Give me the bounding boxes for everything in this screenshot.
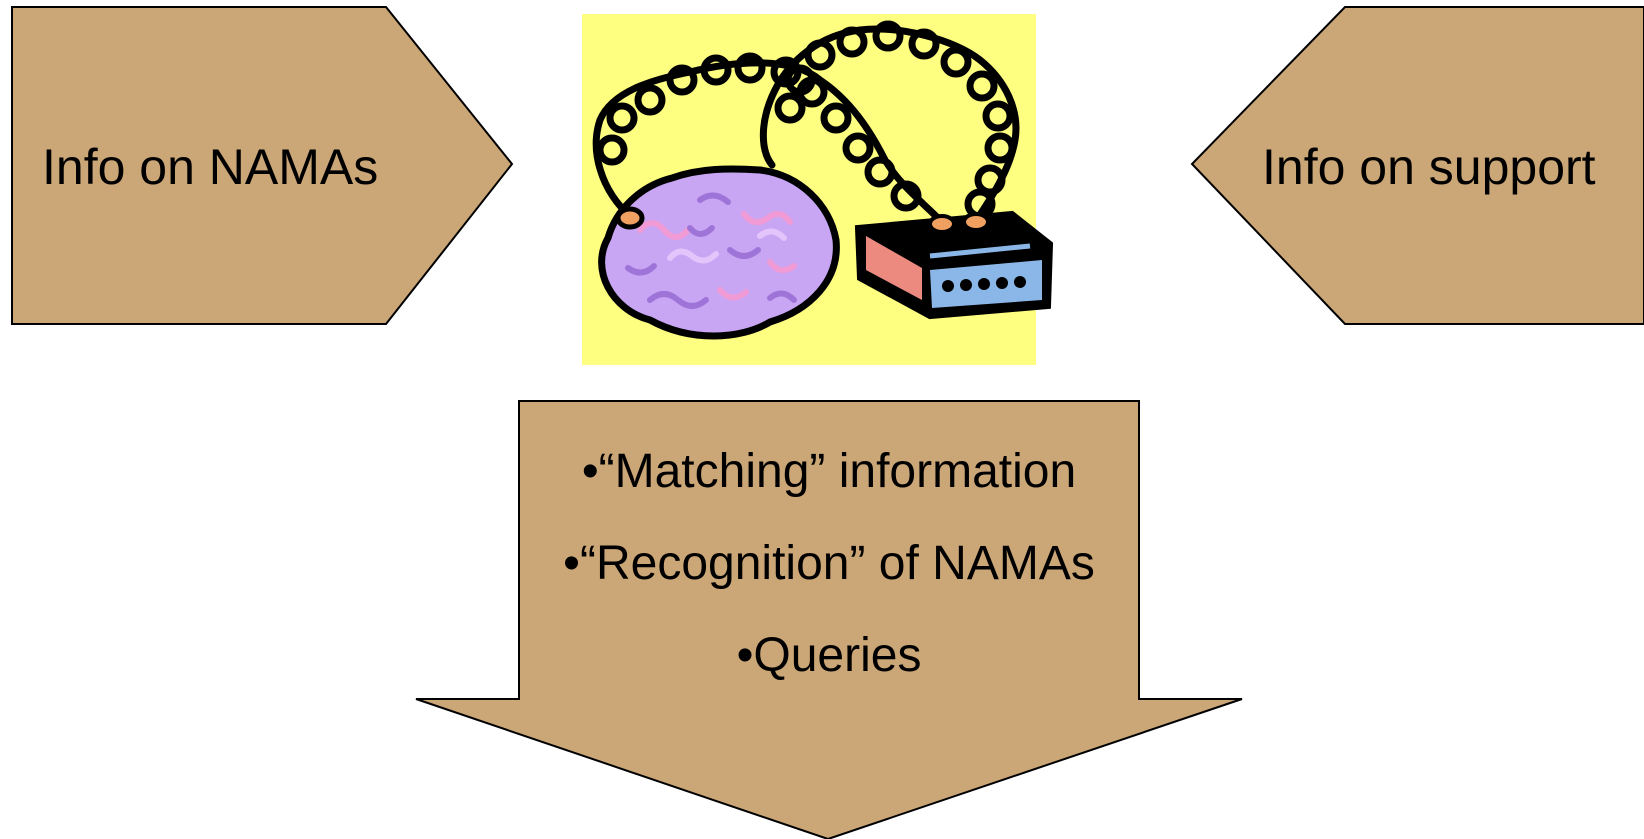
bullet-matching: •“Matching” information (581, 445, 1077, 498)
down-arrow-bullets: •“Matching” information •“Recognition” o… (519, 448, 1139, 724)
right-arrow-shape (1190, 6, 1644, 325)
brain-computer-clipart (582, 14, 1054, 365)
left-arrow-label: Info on NAMAs (42, 139, 379, 195)
down-arrow-shape (415, 400, 1243, 839)
right-arrow-label: Info on support (1262, 139, 1596, 195)
left-arrow-shape (11, 6, 514, 325)
bullet-recognition: •“Recognition” of NAMAs (563, 537, 1095, 590)
bullet-queries: •Queries (736, 629, 922, 682)
